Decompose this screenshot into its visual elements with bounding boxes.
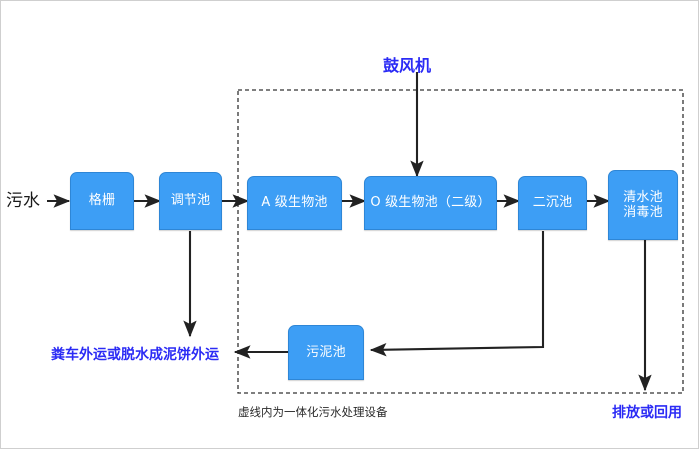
node-a-stage[interactable]: A 级生物池 — [247, 176, 342, 230]
arrow-secondary-to-sludge — [369, 231, 545, 357]
node-grille-label: 格栅 — [88, 193, 116, 209]
node-o-stage-label: O 级生物池（二级） — [370, 195, 491, 211]
boundary-caption: 虚线内为一体化污水处理设备 — [238, 405, 388, 419]
node-equalization-label: 调节池 — [170, 193, 211, 209]
node-secondary-clarifier[interactable]: 二沉池 — [518, 176, 587, 230]
node-sludge-tank[interactable]: 污泥池 — [288, 325, 364, 380]
sludge-disposal-label: 粪车外运或脱水成泥饼外运 — [51, 347, 219, 363]
blower-label: 鼓风机 — [383, 56, 432, 75]
inflow-label: 污水 — [6, 191, 40, 211]
node-clearwater-disinfection-label: 清水池 消毒池 — [623, 189, 663, 220]
discharge-label: 排放或回用 — [612, 405, 682, 421]
node-sludge-tank-label: 污泥池 — [306, 344, 346, 360]
node-a-stage-label: A 级生物池 — [261, 195, 328, 211]
node-o-stage[interactable]: O 级生物池（二级） — [364, 176, 497, 230]
node-grille[interactable]: 格栅 — [70, 172, 134, 230]
integrated-equipment-boundary — [237, 89, 684, 394]
node-clearwater-disinfection[interactable]: 清水池 消毒池 — [608, 170, 678, 240]
node-secondary-clarifier-label: 二沉池 — [532, 195, 573, 211]
node-equalization[interactable]: 调节池 — [159, 172, 222, 230]
